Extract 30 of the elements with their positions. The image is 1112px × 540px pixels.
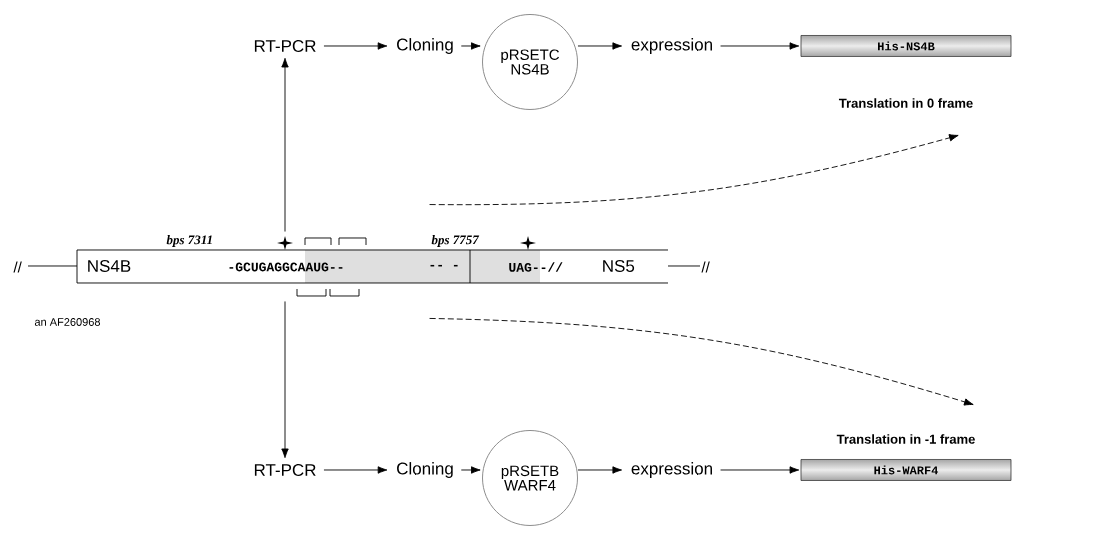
arrow <box>460 42 481 50</box>
node-label: Translation in -1 frame <box>836 434 975 444</box>
break-mark: // <box>13 261 22 273</box>
arrow <box>720 466 800 474</box>
step-label: RT-PCR <box>254 40 316 52</box>
step-label: Cloning <box>397 462 453 478</box>
arrow <box>429 318 974 406</box>
arrow <box>323 466 388 474</box>
node-label: Translation in 0 frame <box>838 98 973 108</box>
break-mark: // <box>701 261 710 273</box>
arrow <box>281 57 289 232</box>
position-label: bps 7757 <box>431 235 480 247</box>
step-label: expression <box>631 38 712 54</box>
protein-bar: His-WARF4 <box>800 459 1012 481</box>
sequence-strip: NS4B -GCUGAGGCAAUG-- -- - UAG--// NS5 <box>76 249 669 284</box>
arrow <box>460 466 481 474</box>
step-label: RT-PCR <box>254 463 316 476</box>
arrow <box>323 42 388 50</box>
position-label: bps 7311 <box>166 235 212 247</box>
node-label: NS5 <box>603 259 635 273</box>
arrow <box>577 466 622 474</box>
accession-label: an AF260968 <box>34 318 100 326</box>
node-label: NS4B <box>88 259 131 273</box>
arrow <box>720 42 800 50</box>
arrow <box>577 42 622 50</box>
arrow <box>281 301 289 459</box>
arrow <box>429 134 959 206</box>
protein-bar: His-NS4B <box>800 35 1012 57</box>
step-label: Cloning <box>397 38 453 54</box>
step-label: expression <box>631 462 712 478</box>
